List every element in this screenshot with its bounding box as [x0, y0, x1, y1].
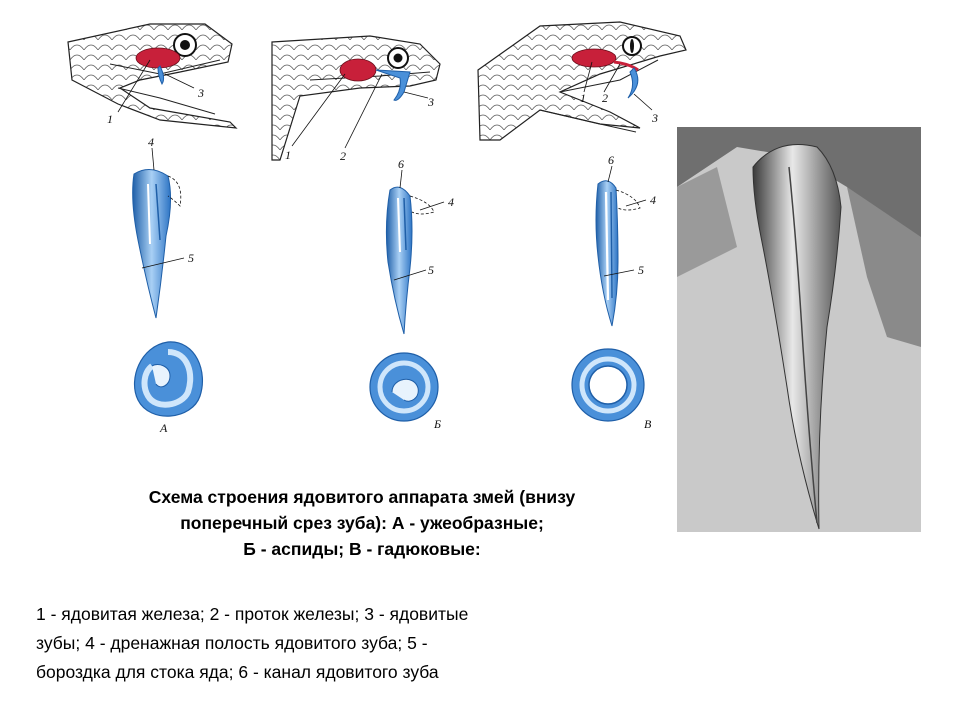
cross-section-c: В [571, 348, 652, 431]
cross-section-b: Б [369, 352, 441, 431]
label-4: 4 [148, 135, 154, 149]
cross-section-a: А [133, 341, 204, 435]
snake-head-colubrid: 1 3 [67, 23, 238, 129]
figure-caption: Схема строения ядовитого аппарата змей (… [52, 484, 672, 562]
legend-line: бороздка для стока яда; 6 - канал ядовит… [36, 662, 439, 682]
label-col-a: А [159, 421, 168, 435]
venom-gland-b [339, 58, 377, 82]
caption-line: Схема строения ядовитого аппарата змей (… [148, 487, 576, 507]
label-5: 5 [188, 251, 194, 265]
label-4: 4 [650, 193, 656, 207]
label-1: 1 [580, 91, 586, 105]
label-5: 5 [638, 263, 644, 277]
label-6: 6 [608, 153, 614, 167]
label-1: 1 [107, 112, 113, 126]
label-3: 3 [651, 111, 658, 125]
tooth-longitudinal-a: 4 5 [132, 135, 194, 319]
fang-photo [677, 127, 921, 532]
label-2: 2 [340, 149, 346, 163]
label-6: 6 [398, 157, 404, 171]
figure-legend: 1 - ядовитая железа; 2 - проток железы; … [36, 600, 656, 687]
fang-b [375, 69, 411, 101]
tooth-longitudinal-c: 6 4 5 [595, 153, 656, 327]
label-2: 2 [602, 91, 608, 105]
label-col-b: Б [433, 417, 441, 431]
legend-line: зубы; 4 - дренажная полость ядовитого зу… [36, 633, 428, 653]
caption-line: поперечный срез зуба): А - ужеобразные; [180, 513, 544, 533]
snake-head-elapid: 1 2 3 [271, 35, 441, 163]
caption-line: Б - аспиды; В - гадюковые: [243, 539, 481, 559]
snake-head-viper: 1 2 3 [477, 21, 687, 141]
fang-c [627, 67, 639, 99]
label-3: 3 [197, 86, 204, 100]
legend-line: 1 - ядовитая железа; 2 - проток железы; … [36, 604, 469, 624]
label-1: 1 [285, 148, 291, 162]
label-col-c: В [644, 417, 652, 431]
label-4: 4 [448, 195, 454, 209]
fang-photo-drawing [677, 127, 921, 532]
label-5: 5 [428, 263, 434, 277]
fang-a [157, 65, 165, 85]
venom-gland-c [571, 48, 617, 68]
tooth-longitudinal-b: 6 4 5 [385, 157, 454, 335]
venom-gland-a [135, 47, 181, 69]
label-3: 3 [427, 95, 434, 109]
